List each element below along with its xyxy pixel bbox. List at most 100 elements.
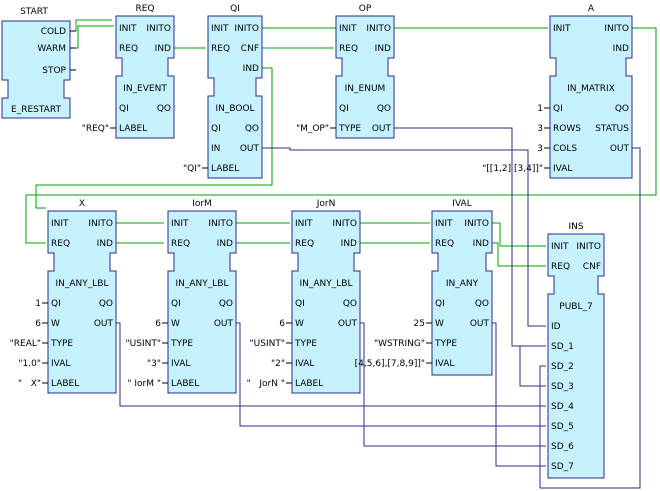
iorm-const-ival: "3" [147, 359, 161, 369]
x-const-label: " X" [18, 379, 41, 389]
event-line-ival-ind-to-ins-req [492, 242, 546, 267]
op-dout-out: OUT [372, 124, 392, 134]
data-connections [116, 127, 641, 489]
jorn-block[interactable]: JorN INIT REQ INITO IND IN_ANY_LBL QI W … [247, 199, 361, 394]
x-const-ival: "1.0" [18, 359, 41, 369]
jorn-type-name: IN_ANY_LBL [300, 279, 353, 289]
jorn-din-ival: IVAL [295, 359, 314, 369]
req-const-label: "REQ" [82, 124, 109, 134]
jorn-dout-out: OUT [338, 319, 358, 329]
op-din-type: TYPE [338, 124, 361, 134]
jorn-ev-out-inito: INITO [332, 219, 357, 229]
start-block[interactable]: START COLD WARM STOP E_RESTART [1, 7, 76, 119]
ival-din-type: TYPE [434, 339, 457, 349]
qi-ev-out-cnf: CNF [241, 44, 259, 54]
jorn-din-qi: QI [295, 299, 305, 309]
start-out-stop: STOP [42, 66, 66, 76]
iorm-dout-qo: QO [219, 299, 233, 309]
iorm-ev-out-ind: IND [217, 239, 233, 249]
x-const-qi: 1 [35, 299, 41, 309]
jorn-ev-in-init: INIT [295, 219, 313, 229]
x-const-type: "REAL" [10, 339, 41, 349]
start-footer: E_RESTART [11, 105, 61, 115]
iorm-ev-in-init: INIT [171, 219, 189, 229]
ins-din-sd5: SD_5 [551, 422, 574, 432]
ival-block[interactable]: IVAL INIT REQ INITO IND IN_ANY QI W TYPE… [355, 199, 493, 376]
ival-dout-qo: QO [475, 299, 489, 309]
iorm-din-type: TYPE [170, 339, 193, 349]
op-ev-in-init: INIT [339, 24, 357, 34]
data-line-branch-to-ins-sd3 [519, 346, 546, 387]
a-dout-out: OUT [610, 144, 630, 154]
op-title: OP [359, 4, 372, 14]
x-ev-out-inito: INITO [88, 219, 113, 229]
jorn-din-label: LABEL [295, 379, 323, 389]
op-din-qi: QI [339, 104, 349, 114]
ival-ev-out-inito: INITO [464, 219, 489, 229]
x-type-name: IN_ANY_LBL [56, 279, 109, 289]
a-dout-qo: QO [615, 104, 629, 114]
a-ev-out-inito: INITO [604, 24, 629, 34]
op-block[interactable]: OP INIT REQ INITO IND IN_ENUM QI TYPE QO… [296, 4, 395, 139]
qi-ev-out-inito: INITO [234, 24, 259, 34]
jorn-title: JorN [316, 199, 336, 209]
x-din-type: TYPE [50, 339, 73, 349]
a-din-rows: ROWS [553, 124, 581, 134]
jorn-const-w: 6 [279, 319, 285, 329]
req-ev-in-req: REQ [119, 44, 138, 54]
start-out-warm: WARM [37, 44, 66, 54]
iorm-din-label: LABEL [171, 379, 199, 389]
x-ev-in-init: INIT [51, 219, 69, 229]
req-title: REQ [135, 4, 154, 14]
qi-block[interactable]: QI INIT REQ INITO CNF IND IN_BOOL QI IN … [183, 4, 263, 179]
a-type-name: IN_MATRIX [567, 84, 615, 94]
jorn-const-type: "USINT" [250, 339, 285, 349]
x-title: X [79, 199, 85, 209]
data-line-ival-out-to-ins-sd7 [492, 322, 546, 467]
jorn-const-ival: "2" [271, 359, 285, 369]
x-const-w: 6 [35, 319, 41, 329]
iorm-const-type: "USINT" [126, 339, 161, 349]
ins-type-name: PUBL_7 [559, 302, 592, 312]
ival-din-w: W [435, 319, 444, 329]
req-din-qi: QI [119, 104, 129, 114]
qi-din-label: LABEL [211, 164, 239, 174]
a-block[interactable]: A INIT INITO IND IN_MATRIX QI ROWS COLS … [482, 4, 633, 179]
op-ev-out-inito: INITO [366, 24, 391, 34]
ins-din-sd7: SD_7 [551, 462, 574, 472]
a-dout-status: STATUS [595, 124, 629, 134]
ival-dout-out: OUT [470, 319, 490, 329]
x-block[interactable]: X INIT REQ INITO IND IN_ANY_LBL QI W TYP… [10, 199, 117, 394]
req-block[interactable]: REQ INIT REQ INITO IND IN_EVENT QI LABEL… [82, 4, 175, 139]
ins-ev-out-cnf: CNF [583, 262, 601, 272]
ival-title: IVAL [452, 199, 471, 209]
qi-din-qi: QI [211, 124, 221, 134]
req-type-name: IN_EVENT [123, 84, 167, 94]
jorn-din-w: W [295, 319, 304, 329]
iorm-dout-out: OUT [214, 319, 234, 329]
iorm-title: IorM [192, 199, 212, 209]
ival-din-qi: QI [435, 299, 445, 309]
ins-block[interactable]: INS INIT REQ INITO CNF PUBL_7 ID SD_1 SD… [547, 222, 605, 479]
qi-dout-out: OUT [240, 144, 260, 154]
iorm-block[interactable]: IorM INIT REQ INITO IND IN_ANY_LBL QI W … [126, 199, 237, 394]
req-dout-qo: QO [157, 104, 171, 114]
iorm-ev-in-req: REQ [171, 239, 190, 249]
jorn-ev-out-ind: IND [341, 239, 357, 249]
qi-ev-out-ind: IND [243, 64, 259, 74]
ival-const-type: "WSTRING" [374, 339, 425, 349]
x-dout-qo: QO [99, 299, 113, 309]
op-ev-out-ind: IND [375, 44, 391, 54]
op-type-name: IN_ENUM [345, 84, 386, 94]
event-line-qi-ind-to-x-req [35, 67, 273, 209]
x-din-qi: QI [51, 299, 61, 309]
data-line-x-out-to-ins-sd4 [116, 322, 546, 407]
data-line-qi-out-to-ins-id [262, 147, 546, 327]
data-line-jorn-out-to-ins-sd6 [360, 322, 546, 447]
jorn-const-label: " JorN " [247, 379, 285, 389]
data-line-iorm-out-to-ins-sd5 [236, 322, 546, 427]
start-out-cold: COLD [41, 27, 66, 37]
ival-ev-in-init: INIT [435, 219, 453, 229]
ival-type-name: IN_ANY [446, 279, 479, 289]
